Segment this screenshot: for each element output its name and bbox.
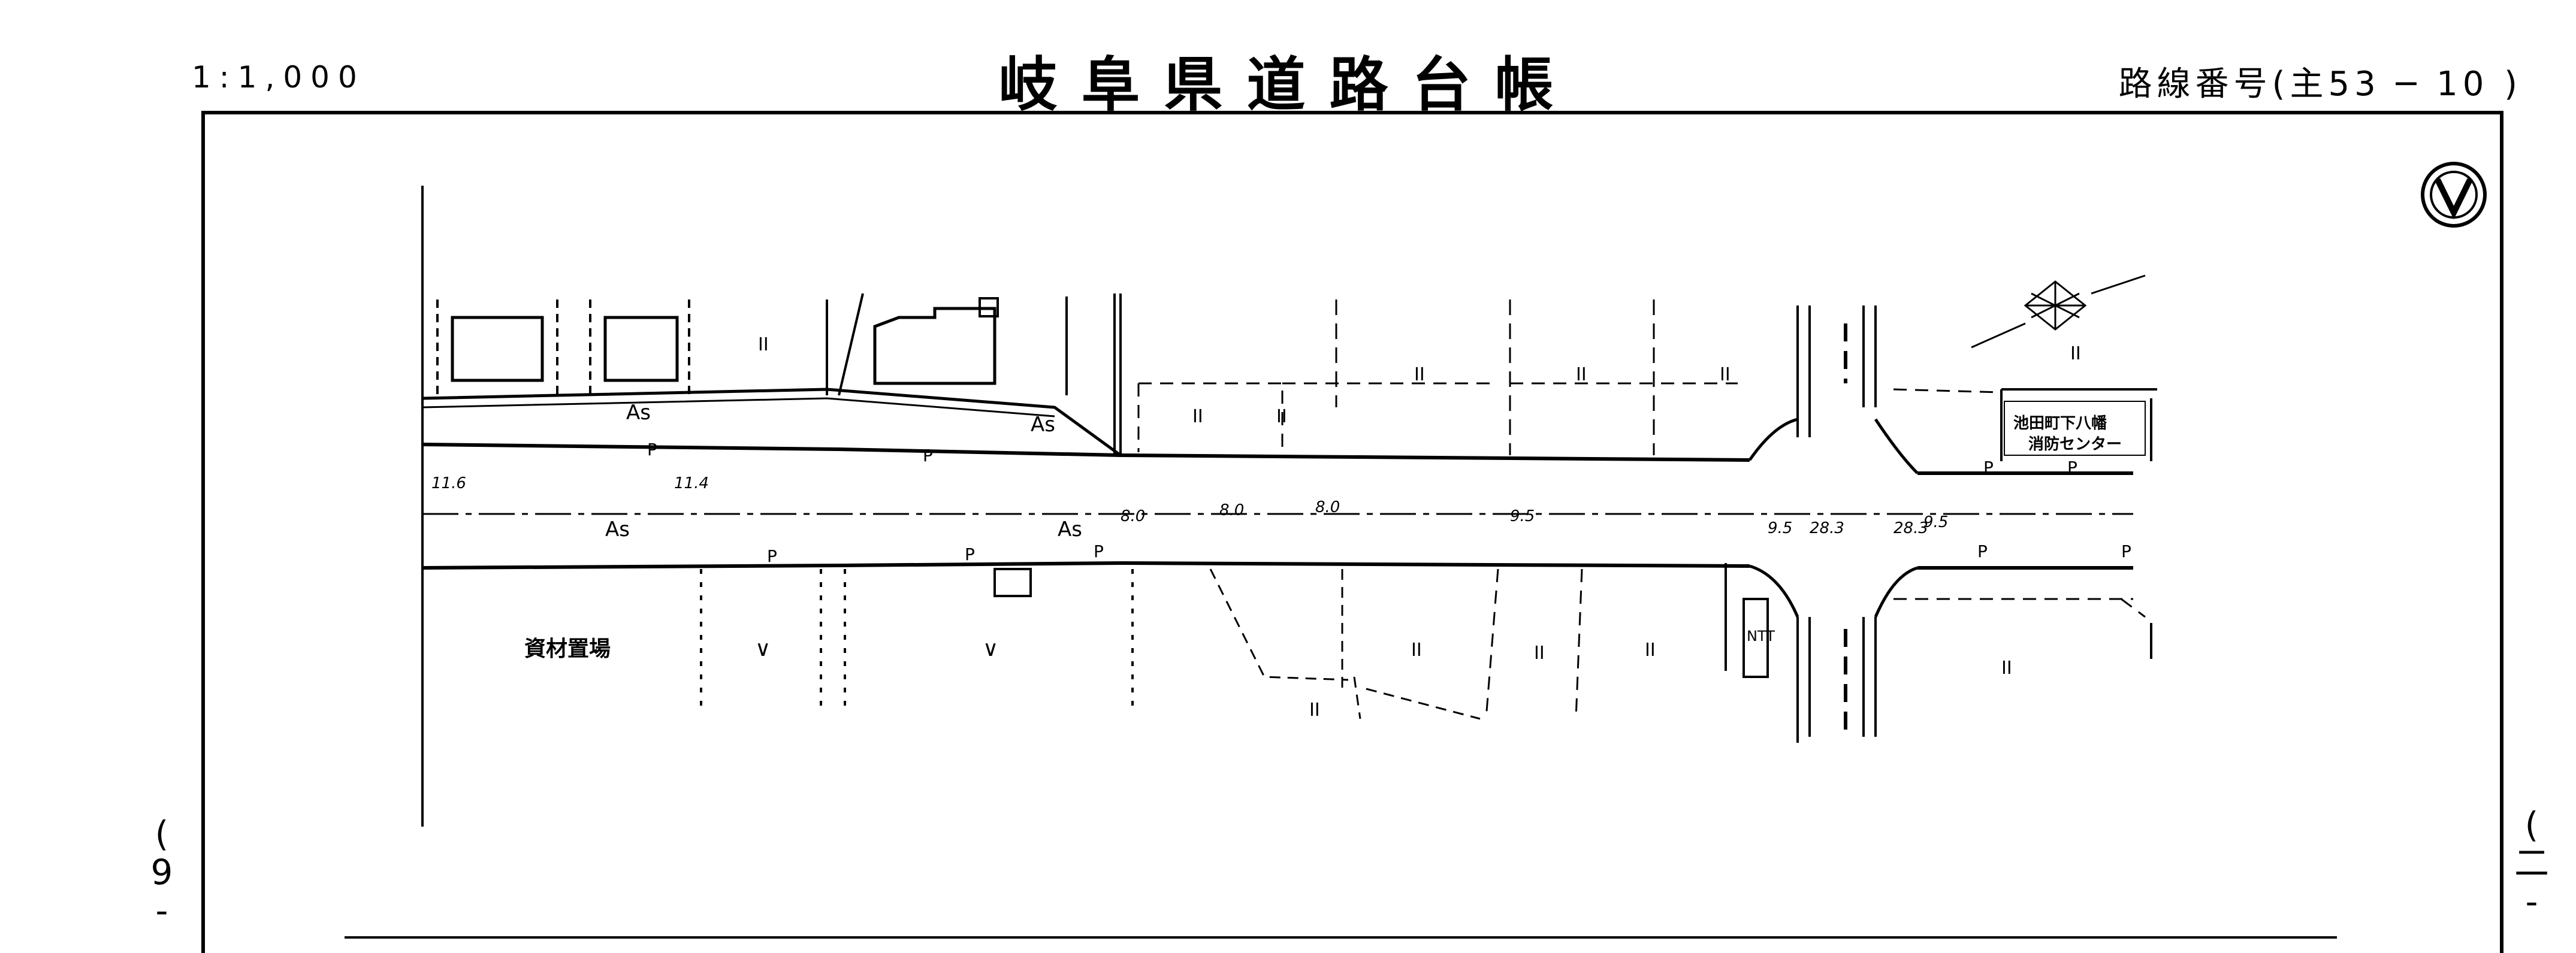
field-symbol: II [1645,640,1656,661]
width-dimension: 11.4 [674,474,709,492]
vegetation-symbol: ∨ [755,637,771,661]
pole-marker: P [767,546,777,566]
field-symbol: II [2070,343,2081,364]
field-symbol: II [1276,406,1287,427]
field-symbol: II [1414,364,1425,385]
field-symbol: II [1411,640,1422,661]
width-dimension: 9.5 [1768,519,1792,537]
width-dimension: 28.3 [1894,519,1928,537]
width-dimension: 8.0 [1121,507,1145,525]
surface-label: As [605,518,630,541]
field-symbol: II [1192,406,1203,427]
width-dimension: 28.3 [1810,519,1844,537]
ntt-label: NTT [1747,628,1775,645]
pole-marker: P [2067,458,2077,477]
yard-label: 資材置場 [524,637,611,661]
field-symbol: II [1309,700,1320,721]
pole-marker: P [965,544,975,564]
width-dimension: 9.5 [1923,513,1948,531]
field-symbol: II [1720,364,1731,385]
field-symbol: II [2001,658,2012,679]
width-dimension: 11.6 [431,474,466,492]
pole-marker: P [647,440,657,459]
fire-station-label: 消防センター [2028,435,2122,453]
right-margin-mark: (二- [2514,804,2549,922]
field-symbol: II [758,334,769,355]
surface-label: As [1058,518,1082,541]
pole-marker: P [1977,541,1988,561]
pole-marker: P [2121,541,2131,561]
route-number: 路線番号(主53 ─ 10 ) [2118,65,2522,104]
pole-marker: P [1094,541,1104,561]
page-title: 岐阜県道路台帳 [998,51,1578,119]
pole-marker: P [1983,458,1994,477]
vegetation-symbol: ∨ [983,637,998,661]
width-dimension: 8.0 [1315,498,1340,516]
scale-label: 1:1,000 [192,60,366,95]
width-dimension: 9.5 [1510,507,1535,525]
fire-station-label: 池田町下八幡 [2013,415,2107,432]
map-frame [201,111,2503,953]
field-symbol: II [1576,364,1587,385]
field-symbol: II [1534,643,1545,664]
width-dimension: 8.0 [1219,501,1244,519]
surface-label: As [1031,413,1055,437]
surface-label: As [626,401,651,425]
left-margin-mark: (9- [150,813,173,931]
pole-marker: P [923,446,933,465]
